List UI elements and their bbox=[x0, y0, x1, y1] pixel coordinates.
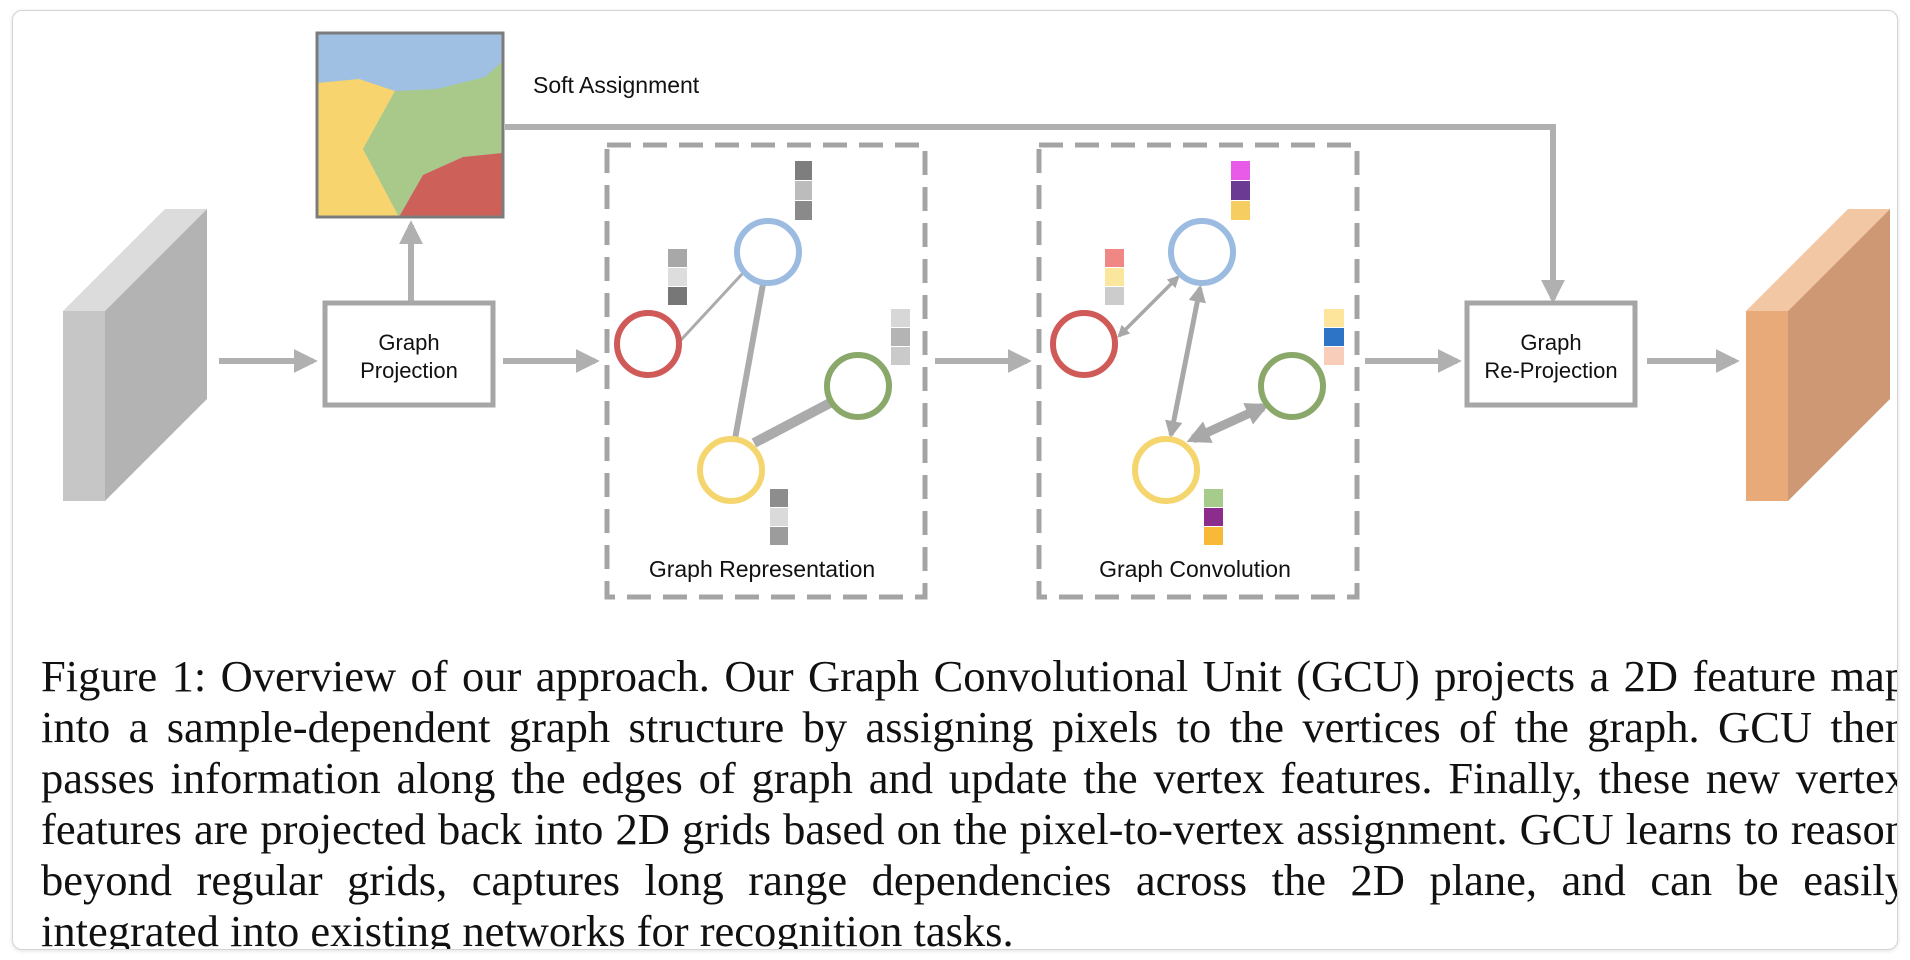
graph-reprojection-label-line1: Graph bbox=[1520, 330, 1581, 355]
graph-representation-label: Graph Representation bbox=[649, 556, 875, 582]
graph-node-green bbox=[824, 352, 892, 420]
arrow-assignment-to-reprojection bbox=[505, 124, 1565, 304]
conv-feature-vector-green bbox=[1324, 309, 1344, 365]
graph-representation-panel: Graph Representation bbox=[604, 142, 928, 600]
conv-feature-vector-red bbox=[1105, 249, 1124, 305]
graph-reprojection-label-line2: Re-Projection bbox=[1484, 358, 1617, 383]
conv-node-yellow bbox=[1132, 436, 1200, 504]
conv-node-green bbox=[1258, 352, 1326, 420]
figure-caption: Figure 1: Overview of our approach. Our … bbox=[41, 651, 1898, 950]
graph-node-yellow bbox=[697, 436, 765, 504]
feature-vector-red bbox=[668, 249, 687, 305]
graph-convolution-label: Graph Convolution bbox=[1099, 556, 1291, 582]
soft-assignment-label: Soft Assignment bbox=[533, 72, 700, 98]
conv-node-blue bbox=[1168, 218, 1236, 286]
soft-assignment-map bbox=[315, 31, 505, 219]
feature-vector-blue bbox=[795, 161, 812, 220]
feature-vector-yellow bbox=[770, 489, 788, 545]
graph-projection-label-line1: Graph bbox=[378, 330, 439, 355]
conv-feature-vector-yellow bbox=[1204, 489, 1223, 545]
message-passing-arrows bbox=[1117, 275, 1270, 444]
graph-edges bbox=[678, 271, 833, 448]
feature-vector-green bbox=[891, 309, 910, 365]
input-feature-map bbox=[63, 209, 207, 501]
graph-node-blue bbox=[734, 218, 802, 286]
conv-node-red bbox=[1050, 310, 1118, 378]
graph-projection-label-line2: Projection bbox=[360, 358, 458, 383]
figure-card: Soft Assignment Graph Projection Graph R… bbox=[12, 10, 1898, 950]
graph-convolution-panel: Graph Convolution bbox=[1036, 142, 1360, 600]
conv-feature-vector-blue bbox=[1231, 161, 1250, 220]
output-feature-map bbox=[1746, 209, 1890, 501]
graph-node-red bbox=[614, 310, 682, 378]
graph-reprojection-box: Graph Re-Projection bbox=[1464, 300, 1638, 408]
graph-projection-box: Graph Projection bbox=[322, 300, 496, 408]
overview-diagram: Soft Assignment Graph Projection Graph R… bbox=[63, 31, 1890, 600]
pipeline-arrows bbox=[219, 124, 1740, 373]
